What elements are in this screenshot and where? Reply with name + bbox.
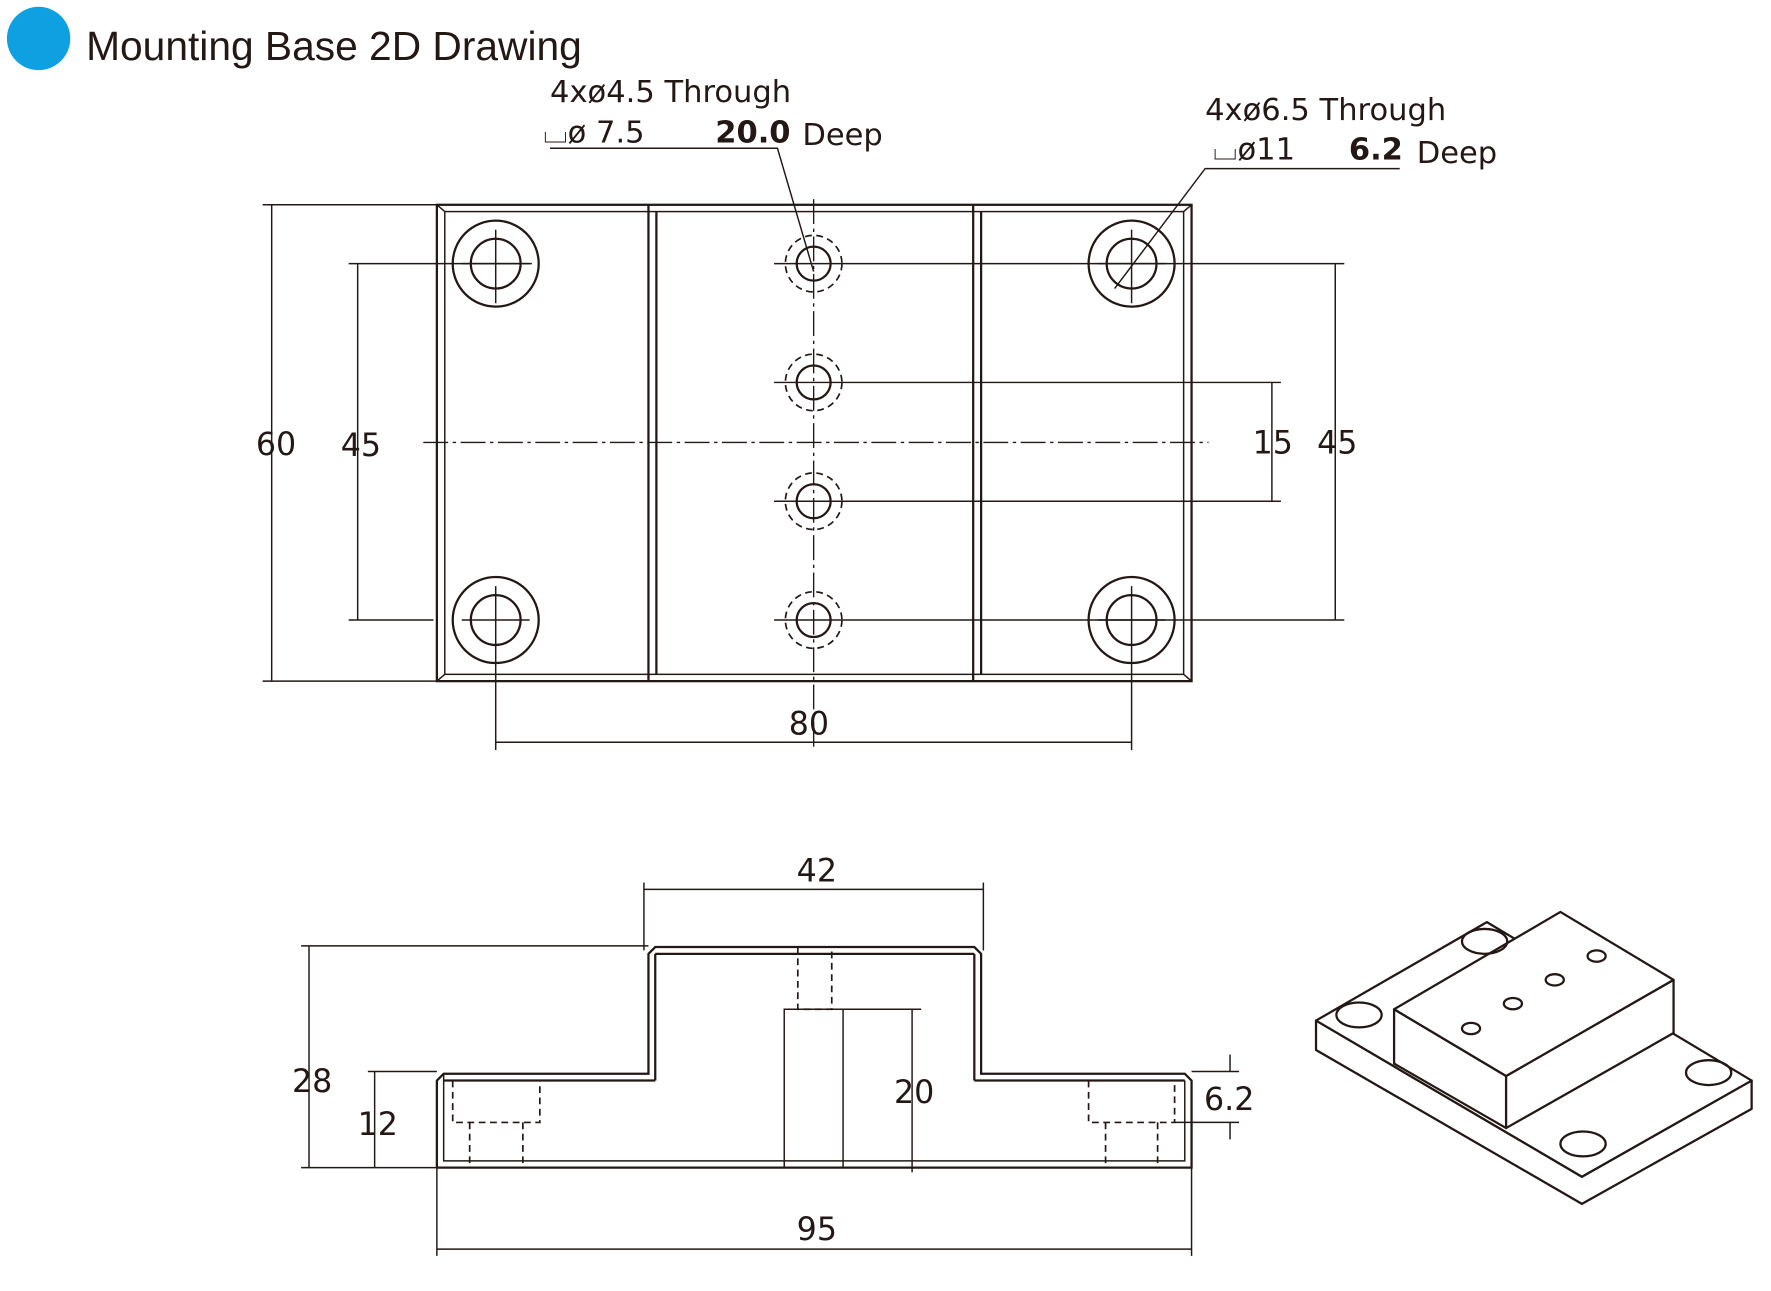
- small-hole-note: 4xø4.5 Through ⌴ø 7.5 20.0 Deep: [543, 75, 883, 272]
- top-view: 60 45 15 45 80: [256, 199, 1357, 751]
- note-depth: 6.2: [1349, 133, 1403, 168]
- note-line1: 4xø4.5 Through: [550, 75, 791, 110]
- dim-top-width: 42: [797, 853, 837, 889]
- dim-hole-span-right: 45: [1317, 426, 1357, 462]
- note-line1: 4xø6.5 Through: [1205, 93, 1446, 128]
- dim-width-60: 60: [256, 427, 296, 463]
- note-diameter: ⌴ø 7.5: [543, 116, 644, 151]
- note-suffix: Deep: [1417, 136, 1497, 171]
- dim-cb-depth: 6.2: [1204, 1082, 1254, 1118]
- page-title: Mounting Base 2D Drawing: [86, 23, 582, 69]
- dim-counterbore-depth: 20: [894, 1075, 934, 1111]
- note-suffix: Deep: [802, 118, 882, 153]
- dim-base-height: 12: [358, 1107, 398, 1143]
- dim-center-pitch: 15: [1253, 426, 1293, 462]
- dim-length-span: 80: [789, 706, 829, 742]
- dim-height: 28: [292, 1064, 332, 1100]
- side-view: 42 28 12 20 6.2 95: [292, 853, 1254, 1256]
- note-diameter: ⌴ø11: [1213, 133, 1295, 168]
- title-bullet-icon: [6, 6, 71, 71]
- isometric-view: [1314, 910, 1753, 1206]
- large-hole-note: 4xø6.5 Through ⌴ø11 6.2 Deep: [1114, 93, 1497, 289]
- dim-hole-span-left: 45: [341, 428, 381, 464]
- dim-length: 95: [797, 1212, 837, 1248]
- note-depth: 20.0: [715, 116, 790, 151]
